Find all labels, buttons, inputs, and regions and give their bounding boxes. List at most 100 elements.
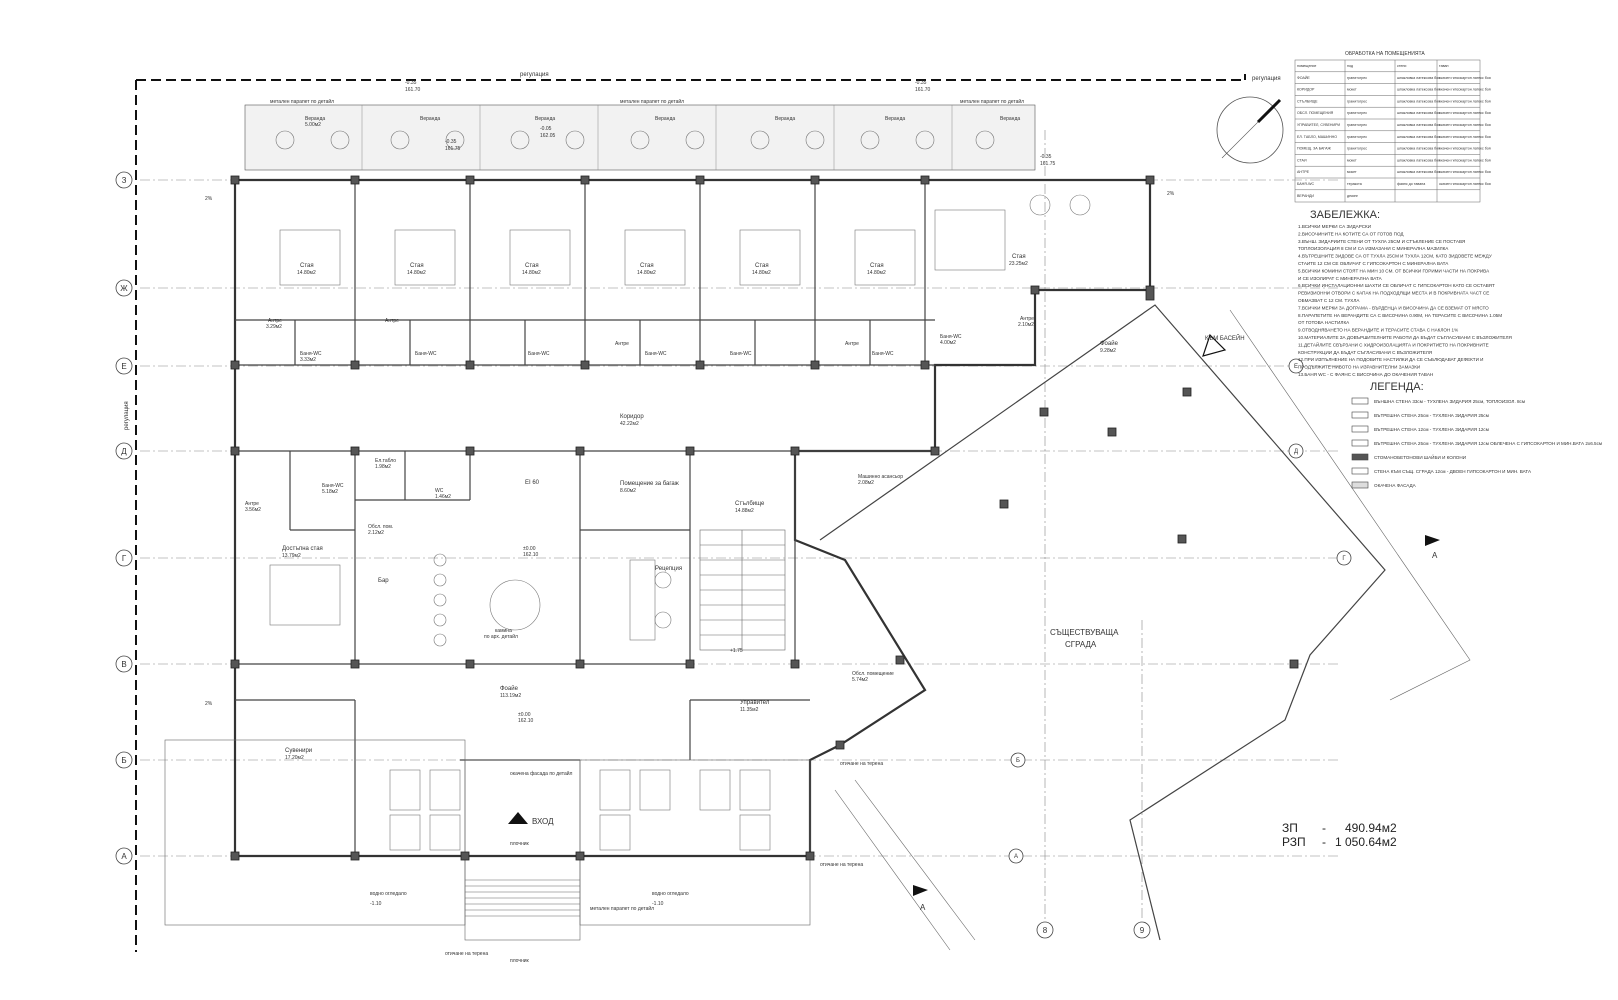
finish-table-cell: ОБСЛ. ПОМЕЩЕНИЯ bbox=[1297, 111, 1334, 115]
note-line: И СЕ ИЗОЛИРАТ С МИНЕРАЛНА ВАТА bbox=[1298, 276, 1383, 281]
svg-text:3.56м2: 3.56м2 bbox=[245, 507, 261, 513]
building-walls bbox=[164, 178, 1152, 941]
svg-text:Баня-WC: Баня-WC bbox=[645, 351, 667, 357]
legend-item: ОКАЧЕНА ФАСАДА bbox=[1374, 483, 1417, 488]
note-line: ОТ ГОТОВА НАСТИЛКА bbox=[1298, 320, 1350, 325]
svg-text:Е: Е bbox=[121, 362, 126, 371]
room-label-service-2: Обсл. помещение bbox=[852, 671, 894, 677]
room-label-staya-2: Стая bbox=[410, 263, 424, 269]
svg-text:4.00м2: 4.00м2 bbox=[940, 340, 956, 346]
finish-table-cell: гранитогрес bbox=[1347, 76, 1367, 80]
finish-table-cell: мокет bbox=[1347, 88, 1357, 92]
note-line: 10.МАТЕРИАЛИТЕ ЗА ДОВЪРШИТЕЛНИТЕ РАБОТИ … bbox=[1298, 335, 1512, 340]
svg-text:14.80м2: 14.80м2 bbox=[752, 270, 771, 276]
level-top-1: -0.35 bbox=[405, 80, 417, 86]
section-arrow-icon bbox=[913, 885, 928, 896]
finish-table-cell: шпакловка латексова боя bbox=[1397, 111, 1440, 115]
veranda-label-2: Веранда bbox=[420, 116, 440, 122]
room-label-foyer-upper: Фоайе bbox=[1100, 340, 1119, 347]
level-ground-abs: 162.10 bbox=[523, 552, 539, 558]
svg-text:14.80м2: 14.80м2 bbox=[522, 270, 541, 276]
drain-note-3: отичане на терена bbox=[445, 951, 488, 957]
note-line: КОНСТРУКЦИИ ДА БЪДАТ СЪГЛАСУВАНИ С ВЪЗЛО… bbox=[1298, 350, 1432, 355]
level-ground-2: ±0.00 bbox=[518, 712, 531, 718]
note-line: 13.БАНЯ WC - С ФАЯНС С ВИСОЧИНА ДО ОКАЧЕ… bbox=[1298, 372, 1433, 377]
notes-block: ЗАБЕЛЕЖКА: 1.ВСИЧКИ МЕРКИ СА ЗИДАРСКИ2.В… bbox=[1298, 209, 1512, 377]
room-label-foyer-main: Фоайе bbox=[500, 685, 519, 692]
slope-2: 2% bbox=[205, 701, 213, 707]
boundary-label-right: регулация bbox=[1252, 76, 1281, 82]
zp-value: 490.94м2 bbox=[1345, 821, 1397, 835]
legend-item: СТЕНА КЪМ СЪЩ. СГРАДА 12см - ДВОЕН ГИПСО… bbox=[1374, 469, 1532, 474]
svg-text:42.22м2: 42.22м2 bbox=[620, 421, 639, 427]
svg-text:Д: Д bbox=[1294, 449, 1298, 455]
note-line: РЕВИЗИОННИ ОТВОРИ С КАПАК НА ПОДХОДЯЩИ М… bbox=[1298, 291, 1489, 296]
finish-table-cell: шпакловка латексова боя bbox=[1397, 135, 1440, 139]
svg-text:Ж: Ж bbox=[120, 284, 128, 293]
grid-bubble-b-right: Б bbox=[1010, 752, 1026, 768]
legend-swatch bbox=[1351, 397, 1369, 405]
grid-bubble-d: Д bbox=[115, 442, 133, 460]
finish-table-cell: ПОМЕЩ. ЗА БАГАЖ bbox=[1297, 147, 1331, 151]
room-label-luggage: Помещение за багаж bbox=[620, 481, 679, 487]
finish-table-cell: ВЕРАНДИ bbox=[1297, 194, 1314, 198]
finish-table-cell: гранитогрес bbox=[1347, 147, 1367, 151]
drain-note-1: отичане на терена bbox=[820, 862, 863, 868]
room-label-corridor: Коридор bbox=[620, 414, 644, 420]
svg-text:5.74м2: 5.74м2 bbox=[852, 677, 868, 683]
room-label-manager: Управител bbox=[740, 700, 770, 706]
legend-swatch bbox=[1351, 481, 1369, 489]
finish-table-cell: окачен гипсокартон латекс боя bbox=[1439, 123, 1491, 127]
finish-table-cell: шпакловка латексова боя bbox=[1397, 158, 1440, 162]
veranda-label-4: Веранда bbox=[655, 116, 675, 122]
svg-text:2.12м2: 2.12м2 bbox=[368, 530, 384, 536]
veranda-label-6: Веранда bbox=[885, 116, 905, 122]
finish-table-cell: шпакловка латексова боя bbox=[1397, 123, 1440, 127]
room-label-el-panel: Ел.табло bbox=[375, 458, 396, 464]
svg-text:23.25м2: 23.25м2 bbox=[1009, 261, 1028, 267]
finish-table-cell: гранитогрес bbox=[1347, 123, 1367, 127]
grid-bubble-z: З bbox=[115, 171, 133, 189]
svg-text:2.08м2: 2.08м2 bbox=[858, 480, 874, 486]
svg-text:Баня-WC: Баня-WC bbox=[528, 351, 550, 357]
structural-columns bbox=[230, 175, 1299, 861]
room-label-staya-4: Стая bbox=[640, 263, 654, 269]
room-label-accessible-room: Достъпна стая bbox=[282, 546, 323, 552]
level-veranda-abs-1: 161.75 bbox=[445, 146, 461, 152]
grid-bubble-b: Б bbox=[115, 751, 133, 769]
svg-text:А: А bbox=[1014, 854, 1018, 860]
note-line: 11.ДЕТАЙЛИТЕ СВЪРЗАНИ С ХИДРОИЗОЛАЦИЯТА … bbox=[1298, 340, 1489, 347]
zp-dash: - bbox=[1322, 821, 1326, 835]
note-line: 3.ВЪНШ. ЗИДАРИИТЕ СТЕНИ ОТ ТУХЛА 25СМ И … bbox=[1298, 239, 1465, 244]
fireplace-label-2: по арх. детайл bbox=[484, 633, 518, 640]
grid-bubble-g-right: Г bbox=[1336, 550, 1352, 566]
finish-table-header: под bbox=[1347, 64, 1354, 68]
grid-bubbles: З Ж Е Д Г В Б А Е Д Г Б А 8 9 bbox=[115, 171, 1352, 939]
svg-text:Баня-WC: Баня-WC bbox=[415, 351, 437, 357]
parapet-note-2: метален парапет по детайл bbox=[620, 98, 684, 105]
veranda-label-7: Веранда bbox=[1000, 116, 1020, 122]
svg-text:3.33м2: 3.33м2 bbox=[300, 357, 316, 363]
svg-text:17.20м2: 17.20м2 bbox=[285, 755, 304, 761]
level-ground: ±0.00 bbox=[523, 546, 536, 552]
note-line: 12.ПРИ ИЗПЪЛНЕНИЕ НА ПОДОВИТЕ НАСТИЛКИ Д… bbox=[1298, 357, 1484, 362]
grid-bubble-e: Е bbox=[115, 357, 133, 375]
note-line: ПРОДЪЛЖИТЕ НИВОТО НА ИЗРАВНИТЕЛНИ ЗАМАЗК… bbox=[1298, 365, 1420, 370]
svg-text:Баня-WC: Баня-WC bbox=[872, 351, 894, 357]
legend-swatch bbox=[1351, 453, 1369, 461]
level-top-abs-1: 161.70 bbox=[405, 87, 421, 93]
svg-text:14.80м2: 14.80м2 bbox=[407, 270, 426, 276]
svg-text:А: А bbox=[920, 903, 926, 912]
grid-bubble-a-right: А bbox=[1008, 848, 1024, 864]
grid-bubble-a: А bbox=[115, 847, 133, 865]
finish-table-cell: окачен гипсокартон латекс боя bbox=[1439, 88, 1491, 92]
svg-text:Е: Е bbox=[1294, 364, 1298, 370]
finish-table-cell: гранитогрес bbox=[1347, 111, 1367, 115]
legend-swatch bbox=[1351, 439, 1369, 447]
level-veranda-2: -0.35 bbox=[1040, 154, 1052, 160]
finish-table-title: ОБРАБОТКА НА ПОМЕЩЕНИЯТА bbox=[1345, 51, 1425, 57]
legend-item: СТОМАНОБЕТОНОВИ ШАЙБИ И КОЛОНИ bbox=[1374, 453, 1466, 460]
boundary-label-side: регулация bbox=[124, 401, 130, 430]
